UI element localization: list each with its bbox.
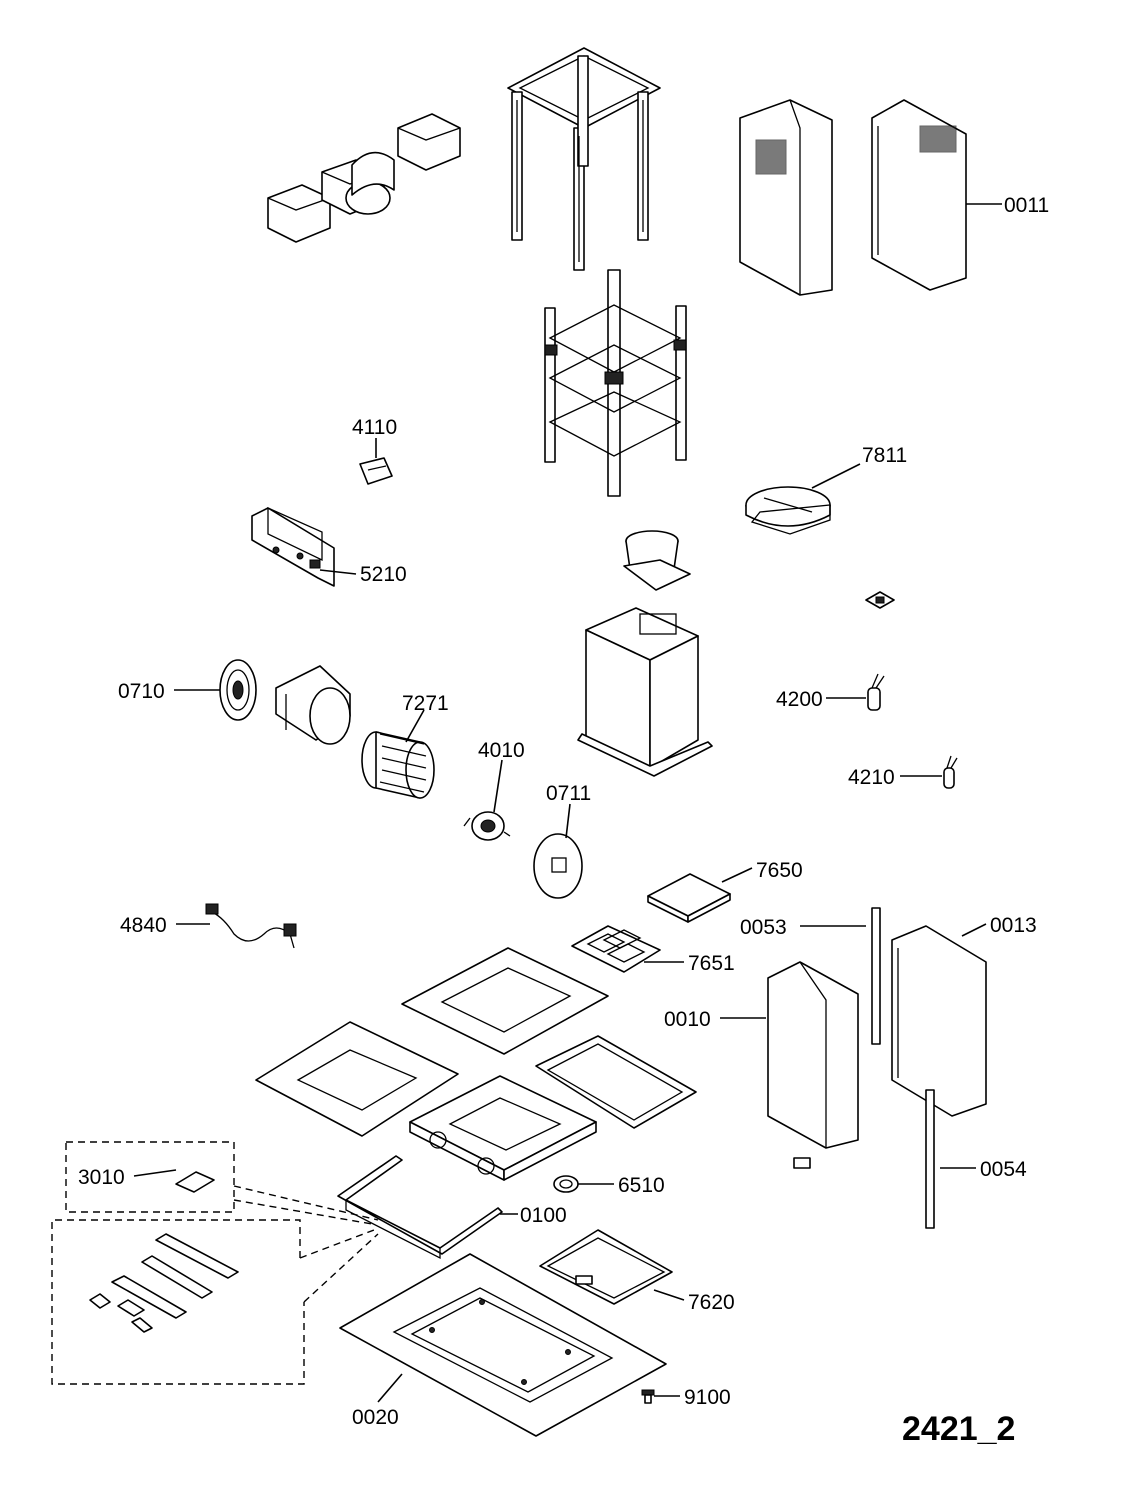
lower-chimney-cover [767,907,987,1229]
part-7271-fan-wheel [361,731,435,799]
callout-6510: 6510 [618,1174,665,1197]
capacitor-4210 [943,755,958,789]
callout-labels: 0011 4110 7811 5210 0710 7271 4200 4010 … [78,194,1049,1429]
callout-9100: 9100 [684,1386,731,1409]
callout-7271: 7271 [402,692,449,715]
part-4010-motor [463,811,511,841]
callout-0013: 0013 [990,914,1037,937]
air-duct-set [267,113,461,243]
part-6510-ring [553,1175,579,1193]
detail-box-controls [51,1185,379,1385]
part-0711-back-plate [533,833,583,899]
callout-7811: 7811 [862,444,907,467]
callout-0010: 0010 [664,1008,711,1031]
motor-housing [577,607,713,777]
callout-4200: 4200 [776,688,823,711]
part-0710-fan-plate [219,659,257,721]
upper-chimney-frame [507,47,661,271]
small-bracket [865,591,895,609]
callout-4010: 4010 [478,739,525,762]
callout-0053: 0053 [740,916,787,939]
part-9100-screw [641,1389,655,1404]
part-7651-filter-frame [571,925,661,973]
callout-7650: 7650 [756,859,803,882]
callout-0711: 0711 [546,782,591,805]
callout-7651: 7651 [688,952,735,975]
upper-plates [255,947,609,1137]
callout-3010: 3010 [78,1166,125,1189]
part-0100-front-frame [337,1155,503,1260]
callout-4110: 4110 [352,416,397,439]
part-4110-switch [359,457,393,485]
detail-box-3010 [65,1141,235,1213]
lower-chimney-frame [544,269,687,497]
fan-housing [275,665,351,745]
callout-0054: 0054 [980,1158,1027,1181]
callout-7620: 7620 [688,1291,735,1314]
upper-chimney-cover [739,99,967,296]
part-0020-glass-plate [339,1253,667,1437]
callout-4210: 4210 [848,766,895,789]
part-7650-filter [647,873,731,923]
leader-lines [133,203,1002,1403]
callout-5210: 5210 [360,563,407,586]
part-7620-grease-filter [539,1229,673,1305]
capacitor-4200 [867,673,885,711]
canopy-body [409,1035,697,1181]
callout-0100: 0100 [520,1204,567,1227]
callout-4840: 4840 [120,914,167,937]
part-7811-motor-cover [745,486,831,535]
duct-connector [623,530,691,591]
callout-0020: 0020 [352,1406,399,1429]
part-5210-board [251,506,335,587]
callout-0011: 0011 [1004,194,1049,217]
part-4840-power-cord [205,903,297,949]
callout-0710: 0710 [118,680,165,703]
drawing-code: 2421_2 [902,1410,1015,1448]
